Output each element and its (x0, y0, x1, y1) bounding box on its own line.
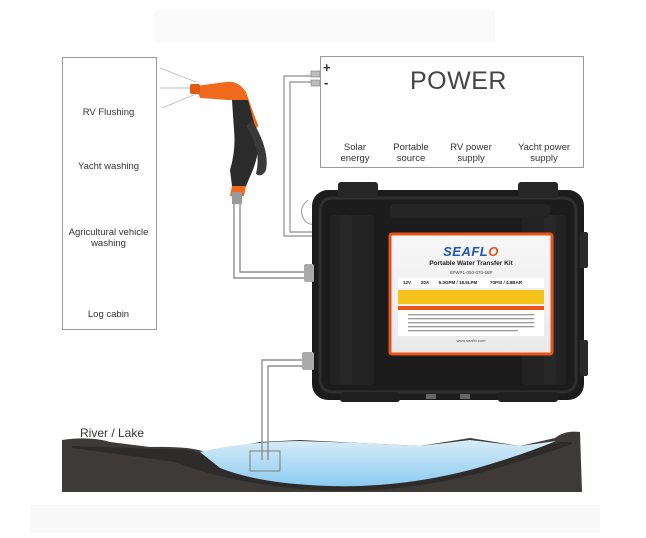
kit-model: SFWP1-050-070-56P (449, 270, 493, 275)
power-label-solar: Solar energy (331, 142, 379, 164)
use-label-line: RV Flushing (82, 107, 135, 118)
use-label-line: Yacht washing (77, 161, 140, 172)
product-label (388, 232, 554, 356)
spec-current: 20A (420, 280, 430, 285)
applications-panel (62, 57, 157, 330)
power-label-line: Yacht power (517, 142, 571, 153)
power-label-line: energy (340, 153, 370, 164)
negative-terminal-sign: - (324, 75, 329, 90)
positive-terminal-sign: + (323, 60, 331, 75)
power-label-line: supply (457, 153, 485, 164)
use-label-line: Agricultural vehicle (68, 227, 149, 238)
power-cable (283, 75, 318, 237)
power-label-line: Portable (393, 142, 429, 153)
spec-voltage: 12V (402, 280, 411, 285)
kit-website: www.seaflo.com (456, 338, 486, 343)
outlet-hose (233, 202, 306, 279)
spray-gun (190, 81, 267, 204)
power-label-yacht: Yacht power supply (510, 142, 578, 164)
spec-pressure: 70PSI / 4.8BAR (489, 280, 522, 285)
brand-logo: SEAFLO (416, 244, 526, 259)
water-body (200, 440, 556, 487)
use-label-line: Log cabin (87, 309, 130, 320)
power-label-line: RV power (450, 142, 492, 153)
use-label-rv-flushing: RV Flushing (64, 107, 153, 118)
power-label-line: Solar (343, 142, 367, 153)
spec-flow: 5.0GPM / 18.9LPM (438, 280, 478, 285)
power-label-line: source (396, 153, 426, 164)
power-label-portable: Portable source (385, 142, 437, 164)
river-lake-label: River / Lake (80, 426, 145, 440)
use-label-log-cabin: Log cabin (64, 309, 153, 320)
brand-logo-main: SEAFL (443, 244, 489, 259)
power-label-line: supply (530, 153, 558, 164)
terminal-clips (310, 70, 321, 87)
use-label-agricultural-washing: Agricultural vehicle washing (62, 227, 155, 249)
intake-hose (261, 359, 304, 460)
power-title: POWER (410, 67, 507, 95)
use-label-line: washing (91, 238, 126, 249)
brand-logo-o: O (488, 244, 499, 259)
background-band (155, 10, 495, 42)
background-band-bottom (30, 505, 600, 533)
use-label-yacht-washing: Yacht washing (64, 161, 153, 172)
intake-strainer (249, 450, 281, 472)
kit-title: Portable Water Transfer Kit (429, 260, 513, 267)
power-panel (320, 56, 584, 168)
power-label-rv: RV power supply (440, 142, 502, 164)
